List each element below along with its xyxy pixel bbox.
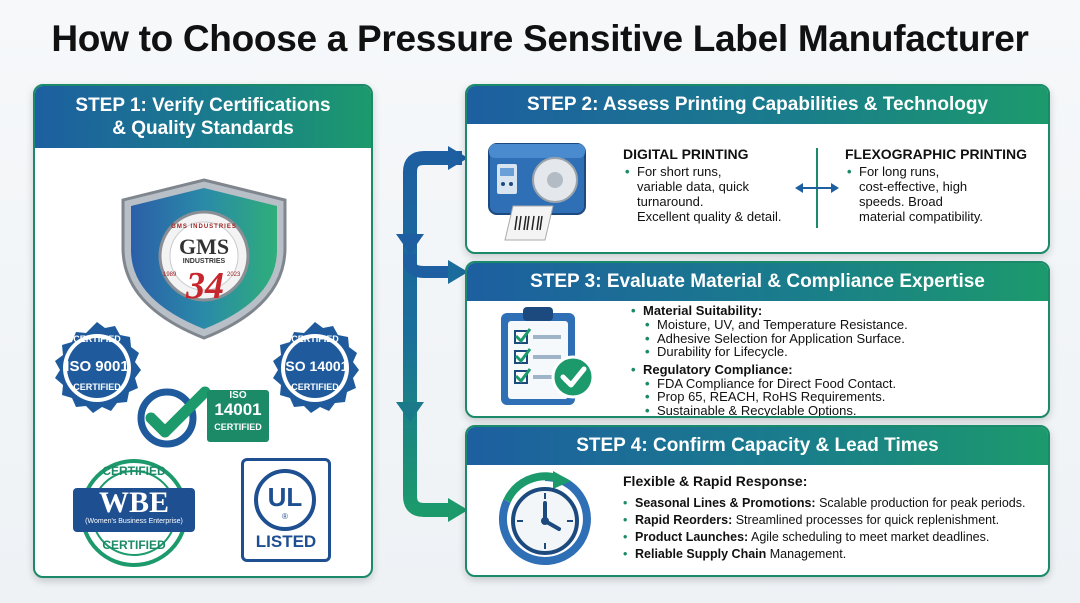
step4-item-2: Rapid Reorders: Streamlined processes fo… xyxy=(623,512,1043,529)
flexo-title: FLEXOGRAPHIC PRINTING xyxy=(845,146,1028,162)
step2-card: STEP 2: Assess Printing Capabilities & T… xyxy=(465,84,1050,254)
shield-sub: INDUSTRIES xyxy=(182,258,226,265)
page-title: How to Choose a Pressure Sensitive Label… xyxy=(51,18,1029,59)
step3-heading: STEP 3: Evaluate Material & Compliance E… xyxy=(467,263,1048,301)
checkmark-icon xyxy=(137,386,211,448)
digital-line-2: variable data, quick xyxy=(637,179,750,194)
iso14001-check-badge xyxy=(207,390,269,442)
step3-list: Material Suitability: Moisture, UV, and … xyxy=(631,304,1031,417)
flexo-line-1: For long runs, xyxy=(845,164,1045,179)
label-printer-icon xyxy=(488,143,586,241)
iso-check-line3: CERTIFIED xyxy=(214,422,262,432)
ul-reg: ® xyxy=(282,512,288,521)
shield-year-left: 1989 xyxy=(163,272,177,278)
regulatory-item-2: Prop 65, REACH, RoHS Requirements. xyxy=(631,390,1031,404)
iso-check-line2: 14001 xyxy=(214,400,262,419)
digital-line-1: For short runs, xyxy=(623,164,823,179)
flexo-line-4: material compatibility. xyxy=(859,209,984,224)
material-item-2: Adhesive Selection for Application Surfa… xyxy=(631,331,1031,346)
iso9001-bottom: CERTIFIED xyxy=(73,382,121,392)
flexo-line-2: cost-effective, high xyxy=(859,179,968,194)
digital-line-3: turnaround. xyxy=(637,194,704,209)
step4-item-1: Seasonal Lines & Promotions: Scalable pr… xyxy=(623,495,1043,512)
shield-company: GMS xyxy=(178,234,230,259)
step4-list: Flexible & Rapid Response: Seasonal Line… xyxy=(623,473,1043,563)
arrow-down-2 xyxy=(396,402,424,422)
shield-arc-text: GMS INDUSTRIES xyxy=(171,224,237,230)
iso14001-bottom: CERTIFIED xyxy=(291,382,339,392)
ul-bottom: LISTED xyxy=(255,532,317,551)
wbe-top: CERTIFIED xyxy=(102,464,166,478)
regulatory-item-1: FDA Compliance for Direct Food Contact. xyxy=(631,376,1031,391)
iso14001-top: CERTIFIED xyxy=(291,334,339,344)
step1-heading-line2: & Quality Standards xyxy=(112,118,294,139)
iso-check-line1: ISO xyxy=(229,390,247,401)
step3-card: STEP 3: Evaluate Material & Compliance E… xyxy=(465,261,1050,418)
iso9001-badge-seal xyxy=(55,322,141,413)
iso14001-badge-seal xyxy=(273,322,359,413)
step4-heading: STEP 4: Confirm Capacity & Lead Times xyxy=(467,427,1048,465)
step1-header: STEP 1: Verify Certifications & Quality … xyxy=(35,86,371,148)
material-suitability-label: Material Suitability: xyxy=(631,304,1031,319)
flow-connector xyxy=(396,146,468,522)
ul-circle xyxy=(254,469,316,531)
arrow-to-step3 xyxy=(448,260,468,284)
step4-item-4: Reliable Supply Chain Management. xyxy=(623,546,1043,563)
connector-line xyxy=(403,151,462,517)
compare-arrows-icon xyxy=(795,148,839,228)
flexo-line-3: speeds. Broad xyxy=(859,194,943,209)
step4-subtitle: Flexible & Rapid Response: xyxy=(623,473,808,489)
shield-icon xyxy=(121,178,287,340)
iso9001-main: ISO 9001 xyxy=(65,358,129,375)
digital-line-4: Excellent quality & detail. xyxy=(637,209,782,224)
regulatory-compliance-label: Regulatory Compliance: xyxy=(631,362,1031,377)
arrow-down-1 xyxy=(396,234,424,254)
step4-item-3: Product Launches: Agile scheduling to me… xyxy=(623,529,1043,546)
step2-heading: STEP 2: Assess Printing Capabilities & T… xyxy=(467,86,1048,124)
shield-years: 34 xyxy=(186,265,224,307)
arrow-to-step4 xyxy=(448,498,468,522)
shield-year-right: 2023 xyxy=(227,272,241,278)
clock-icon xyxy=(499,471,591,565)
flexo-printing-column: FLEXOGRAPHIC PRINTING For long runs, cos… xyxy=(845,146,1045,224)
ul-main: UL xyxy=(267,482,303,512)
digital-title: DIGITAL PRINTING xyxy=(623,146,749,162)
wbe-sub: (Women's Business Enterprise) xyxy=(85,518,183,525)
material-item-1: Moisture, UV, and Temperature Resistance… xyxy=(631,318,1031,332)
iso14001-main: ISO 14001 xyxy=(281,358,349,374)
regulatory-item-3: Sustainable & Recyclable Options. xyxy=(631,403,1031,416)
step4-card: STEP 4: Confirm Capacity & Lead Times Fl… xyxy=(465,425,1050,577)
step1-card: STEP 1: Verify Certifications & Quality … xyxy=(33,84,373,578)
wbe-bar xyxy=(73,488,195,532)
wbe-bottom: CERTIFIED xyxy=(102,538,166,552)
step1-heading-line1: STEP 1: Verify Certifications xyxy=(75,95,331,116)
arrow-to-step2 xyxy=(448,146,468,170)
digital-printing-column: DIGITAL PRINTING For short runs, variabl… xyxy=(623,146,823,224)
material-item-3: Durability for Lifecycle. xyxy=(631,345,1031,359)
iso9001-top: CERTIFIED xyxy=(73,334,121,344)
wbe-main: WBE xyxy=(98,486,170,519)
clipboard-checklist-icon xyxy=(501,307,595,405)
